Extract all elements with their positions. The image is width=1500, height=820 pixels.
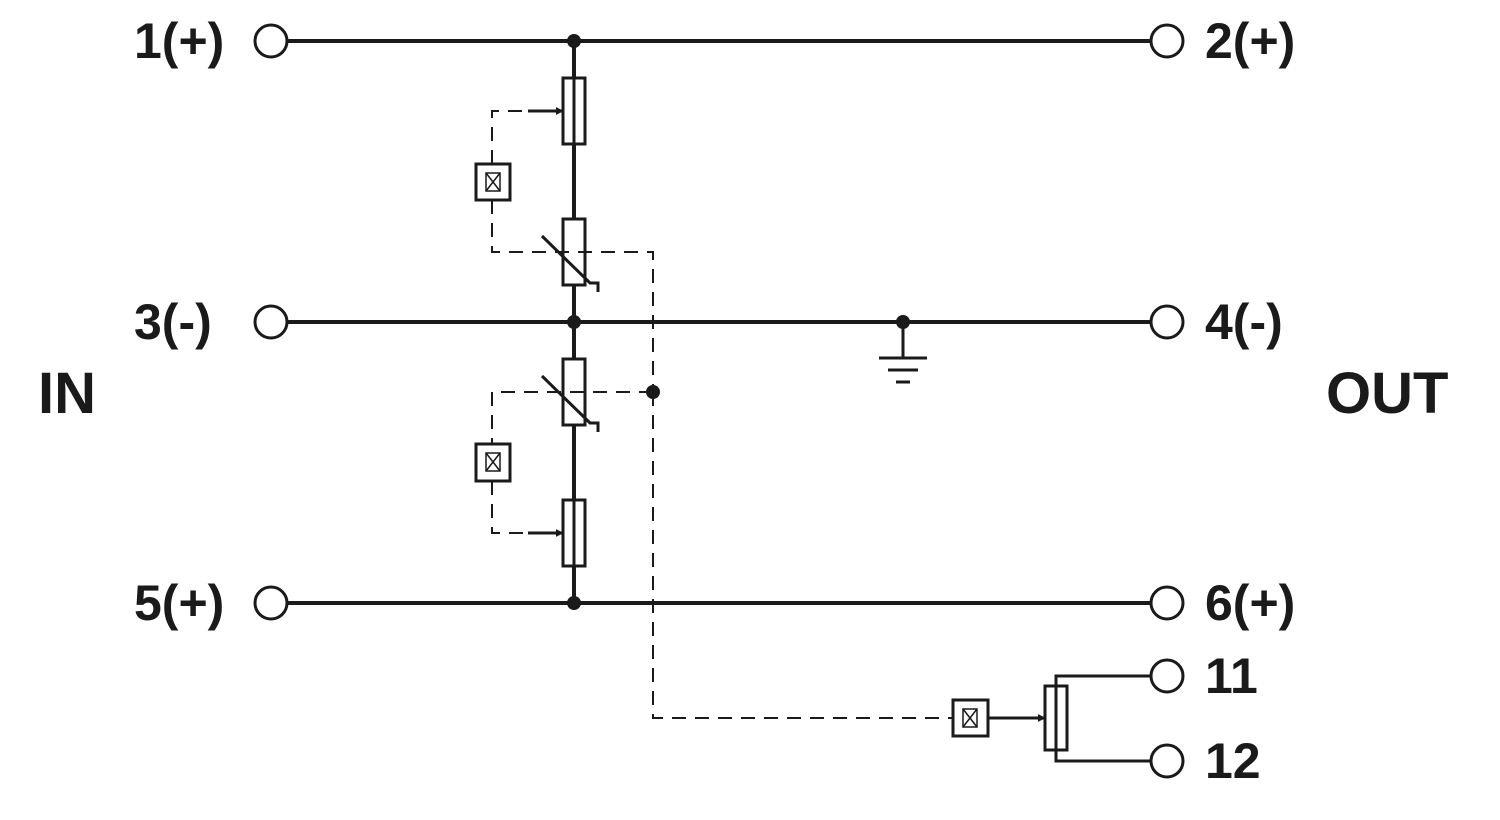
- junction-dot-bottom: [567, 596, 581, 610]
- remote-signal-sensor-icon: [951, 698, 990, 738]
- terminal-5: [253, 585, 289, 621]
- terminal-3: [253, 304, 289, 340]
- dashed-link-lower-return: [491, 481, 540, 534]
- terminal-label-2: 2(+): [1205, 13, 1295, 69]
- terminal-label-11: 11: [1205, 648, 1258, 704]
- terminal-2: [1149, 23, 1185, 59]
- varistor-lower-icon: [540, 357, 600, 432]
- junction-dot-middle: [567, 315, 581, 329]
- in-label: IN: [38, 361, 96, 426]
- terminal-11: [1149, 658, 1185, 694]
- ground-icon: [879, 322, 927, 384]
- terminal-label-12: 12: [1205, 733, 1261, 789]
- terminal-label-1: 1(+): [134, 13, 224, 69]
- terminal-4: [1149, 304, 1185, 340]
- junction-dot-top: [567, 34, 581, 48]
- terminal-1: [253, 23, 289, 59]
- terminal-12: [1149, 743, 1185, 779]
- varistor-upper-icon: [540, 217, 600, 292]
- thermal-disconnect-lower: [561, 498, 587, 568]
- terminal-label-5: 5(+): [134, 575, 224, 631]
- thermal-disconnect-upper: [561, 76, 587, 146]
- thermal-sensor-upper-icon: [474, 162, 512, 202]
- terminal-label-3: 3(-): [134, 294, 212, 350]
- dashed-link-upper-return: [491, 200, 654, 392]
- terminal-6: [1149, 585, 1185, 621]
- remote-contact-icon: [1043, 674, 1151, 763]
- terminal-label-4: 4(-): [1205, 294, 1283, 350]
- out-label: OUT: [1326, 361, 1448, 426]
- terminal-label-6: 6(+): [1205, 575, 1295, 631]
- dashed-link-upper: [491, 110, 540, 164]
- thermal-sensor-lower-icon: [474, 442, 512, 483]
- dashed-signal-path: [652, 392, 953, 719]
- dashed-link-lower: [491, 391, 653, 444]
